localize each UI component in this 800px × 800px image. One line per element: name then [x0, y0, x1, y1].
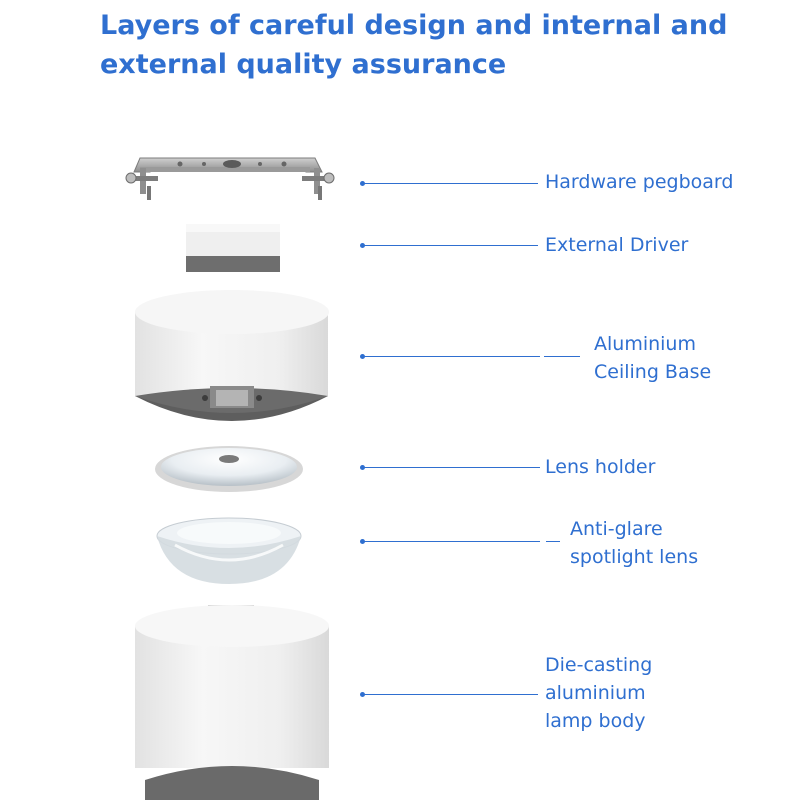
leader-dot	[360, 354, 365, 359]
label-lens-holder: Lens holder	[545, 456, 656, 478]
spotlight-lens-part	[156, 517, 302, 584]
leader-dot	[360, 181, 365, 186]
leader-dot	[360, 539, 365, 544]
leader-line	[364, 183, 538, 184]
label-ceiling-base: Aluminium Ceiling Base	[594, 333, 712, 383]
ceiling-base-part	[135, 290, 329, 421]
leader-line-tail	[544, 356, 580, 357]
lamp-body-part	[135, 605, 329, 800]
leader-line	[364, 467, 540, 468]
leader-dot	[360, 692, 365, 697]
label-external-driver: External Driver	[545, 234, 689, 256]
leader-line	[364, 541, 540, 542]
label-hardware-pegboard: Hardware pegboard	[545, 171, 734, 193]
lens-holder-part	[155, 446, 303, 492]
hardware-pegboard-part	[125, 157, 335, 200]
leader-dot	[360, 465, 365, 470]
external-driver-part	[186, 224, 280, 272]
leader-line	[364, 694, 538, 695]
leader-line	[364, 245, 538, 246]
label-lamp-body: Die-casting aluminium lamp body	[545, 654, 653, 732]
leader-dot	[360, 243, 365, 248]
leader-line-tail	[546, 541, 560, 542]
leader-line	[364, 356, 540, 357]
page-title: Layers of careful design and internal an…	[100, 10, 728, 80]
label-spotlight-lens: Anti-glare spotlight lens	[570, 518, 699, 568]
